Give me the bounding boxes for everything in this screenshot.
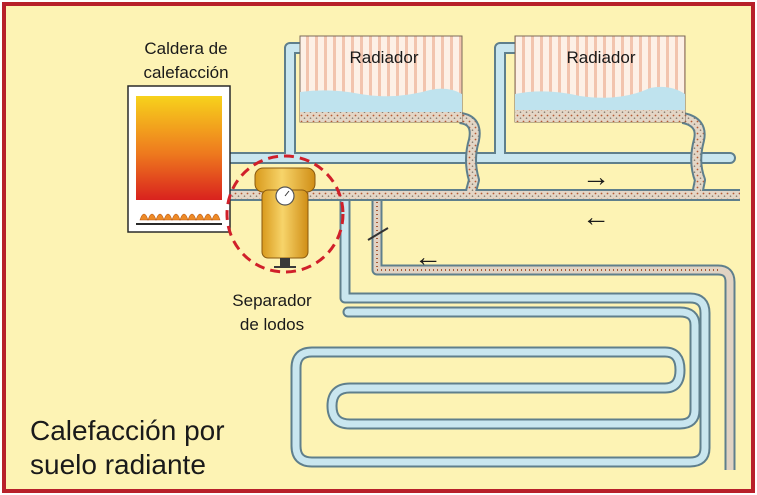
boiler: [127, 85, 231, 233]
arrow-left-middle: ←: [582, 201, 610, 232]
boiler-label-line1: Caldera de: [144, 39, 227, 58]
separator-highlight-circle: [225, 154, 345, 274]
radiator-1: [299, 35, 463, 123]
boiler-label-line2: calefacción: [143, 63, 228, 82]
radiator-1-label: Radiador: [350, 48, 419, 67]
radiator-2: [514, 35, 686, 123]
sludge-separator: [254, 167, 316, 268]
title-line2: suelo radiante: [30, 449, 206, 480]
radiator-2-label: Radiador: [567, 48, 636, 67]
burner-flames: [139, 213, 221, 221]
separator-label-line2: de lodos: [240, 315, 304, 334]
return-pipes: [224, 112, 740, 201]
title-line1: Calefacción por: [30, 415, 225, 446]
separator-label-line1: Separador: [232, 291, 312, 310]
floor-return-pipe: [371, 198, 736, 470]
valve-mark: [367, 227, 389, 241]
floor-heating-pipe: [290, 189, 711, 468]
arrow-right-upper: →: [582, 161, 610, 192]
arrow-left-lower: ←: [414, 241, 442, 272]
